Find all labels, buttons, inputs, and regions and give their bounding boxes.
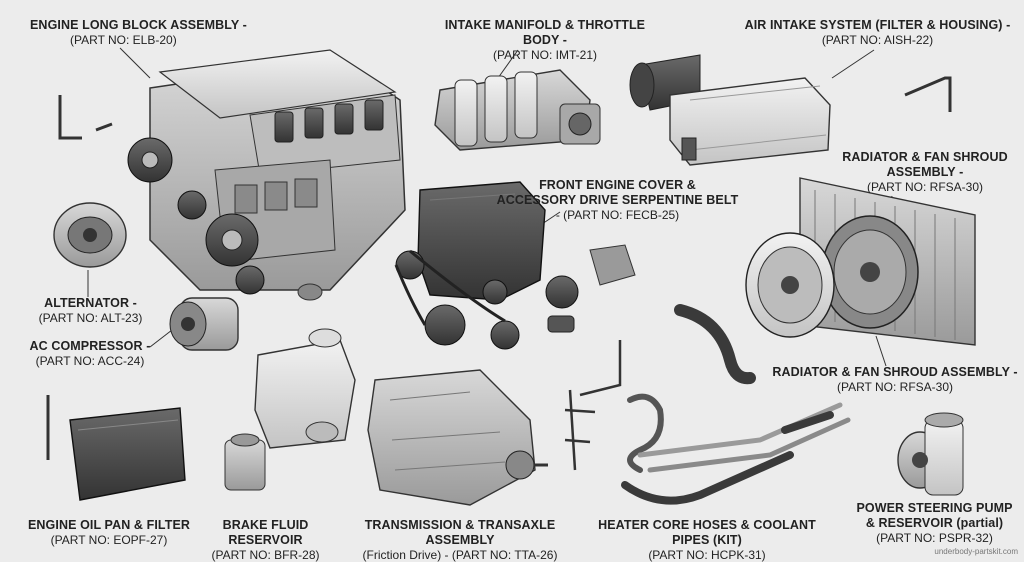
air-intake-title: AIR INTAKE SYSTEM (FILTER & HOUSING) - [744,18,1011,32]
front-cover-part: - (PART NO: FECB-25) [555,207,680,222]
brake-fluid-title: BRAKE FLUID RESERVOIR [222,518,309,547]
air-intake-part: (PART NO: AISH-22) [821,32,934,47]
front-cover-title-1: FRONT ENGINE COVER & [539,178,696,192]
small-pipe-illustration [58,95,113,140]
steering-rod-illustration [564,340,622,471]
radiator-top-part: (PART NO: RFSA-30) [866,179,984,194]
radiator-bottom-title: RADIATOR & FAN SHROUD ASSEMBLY - [772,365,1018,379]
bracket-illustration [904,76,952,112]
power-steering-part: (PART NO: PSPR-32) [876,530,993,545]
label-oil-pan: ENGINE OIL PAN & FILTER (PART NO: EOPF-2… [20,518,198,547]
label-ac-compressor: AC COMPRESSOR - (PART NO: ACC-24) [24,339,156,368]
transmission-part: (Friction Drive) - (PART NO: TTA-26) [362,547,558,562]
power-steering-title-1: POWER STEERING PUMP [856,501,1013,515]
alternator-title: ALTERNATOR - [44,296,137,310]
label-intake-manifold: INTAKE MANIFOLD & THROTTLE BODY - (PART … [425,18,665,62]
transmission-illustration [367,369,548,506]
ac-compressor-illustration [169,297,239,351]
oil-pan-title: ENGINE OIL PAN & FILTER [27,518,191,532]
ac-compressor-title: AC COMPRESSOR - [29,339,151,353]
ac-compressor-part: (PART NO: ACC-24) [35,353,145,368]
brake-fluid-part: (PART NO: BFR-28) [211,547,320,562]
alternator-part: (PART NO: ALT-23) [38,310,143,325]
heater-hoses-illustration [621,304,851,505]
watermark: underbody-partskit.com [934,547,1018,556]
label-brake-fluid: BRAKE FLUID RESERVOIR (PART NO: BFR-28) [188,518,343,562]
brake-fluid-reservoir-illustration [224,328,356,491]
engine-long-block-part: (PART NO: ELB-20) [70,32,177,47]
air-intake-illustration [629,54,831,166]
label-front-cover: FRONT ENGINE COVER & ACCESSORY DRIVE SER… [495,178,740,222]
intake-manifold-illustration [434,69,601,151]
radiator-top-title-2: ASSEMBLY - [886,164,964,179]
oil-pan-illustration [46,395,186,501]
alternator-illustration [53,202,127,268]
radiator-bottom-part: (PART NO: RFSA-30) [836,379,954,394]
front-cover-title-2: ACCESSORY DRIVE SERPENTINE BELT [496,192,739,207]
label-alternator: ALTERNATOR - (PART NO: ALT-23) [28,296,153,325]
heater-hoses-part: (PART NO: HCPK-31) [648,547,766,562]
label-power-steering: POWER STEERING PUMP & RESERVOIR (partial… [852,501,1017,545]
label-radiator-bottom: RADIATOR & FAN SHROUD ASSEMBLY - (PART N… [770,365,1020,394]
oil-pan-part: (PART NO: EOPF-27) [50,532,168,547]
power-steering-title-2: & RESERVOIR (partial) [865,515,1004,530]
radiator-top-title-1: RADIATOR & FAN SHROUD [842,150,1008,164]
intake-manifold-part: (PART NO: IMT-21) [492,47,597,62]
intake-manifold-title: INTAKE MANIFOLD & THROTTLE BODY - [444,18,646,47]
engine-long-block-title: ENGINE LONG BLOCK ASSEMBLY - [30,18,247,32]
label-transmission: TRANSMISSION & TRANSAXLE ASSEMBLY (Frict… [340,518,580,562]
front-cover-illustration [394,181,636,350]
heater-hoses-title: HEATER CORE HOSES & COOLANT PIPES (KIT) [598,518,816,547]
transmission-title: TRANSMISSION & TRANSAXLE ASSEMBLY [364,518,556,547]
label-engine-long-block: ENGINE LONG BLOCK ASSEMBLY - (PART NO: E… [30,18,250,47]
label-heater-hoses: HEATER CORE HOSES & COOLANT PIPES (KIT) … [578,518,836,562]
engine-long-block-illustration [127,49,406,301]
radiator-illustration [745,177,976,346]
label-radiator-top: RADIATOR & FAN SHROUD ASSEMBLY - (PART N… [835,150,1015,194]
power-steering-pump-illustration [897,412,964,496]
label-air-intake: AIR INTAKE SYSTEM (FILTER & HOUSING) - (… [735,18,1020,47]
